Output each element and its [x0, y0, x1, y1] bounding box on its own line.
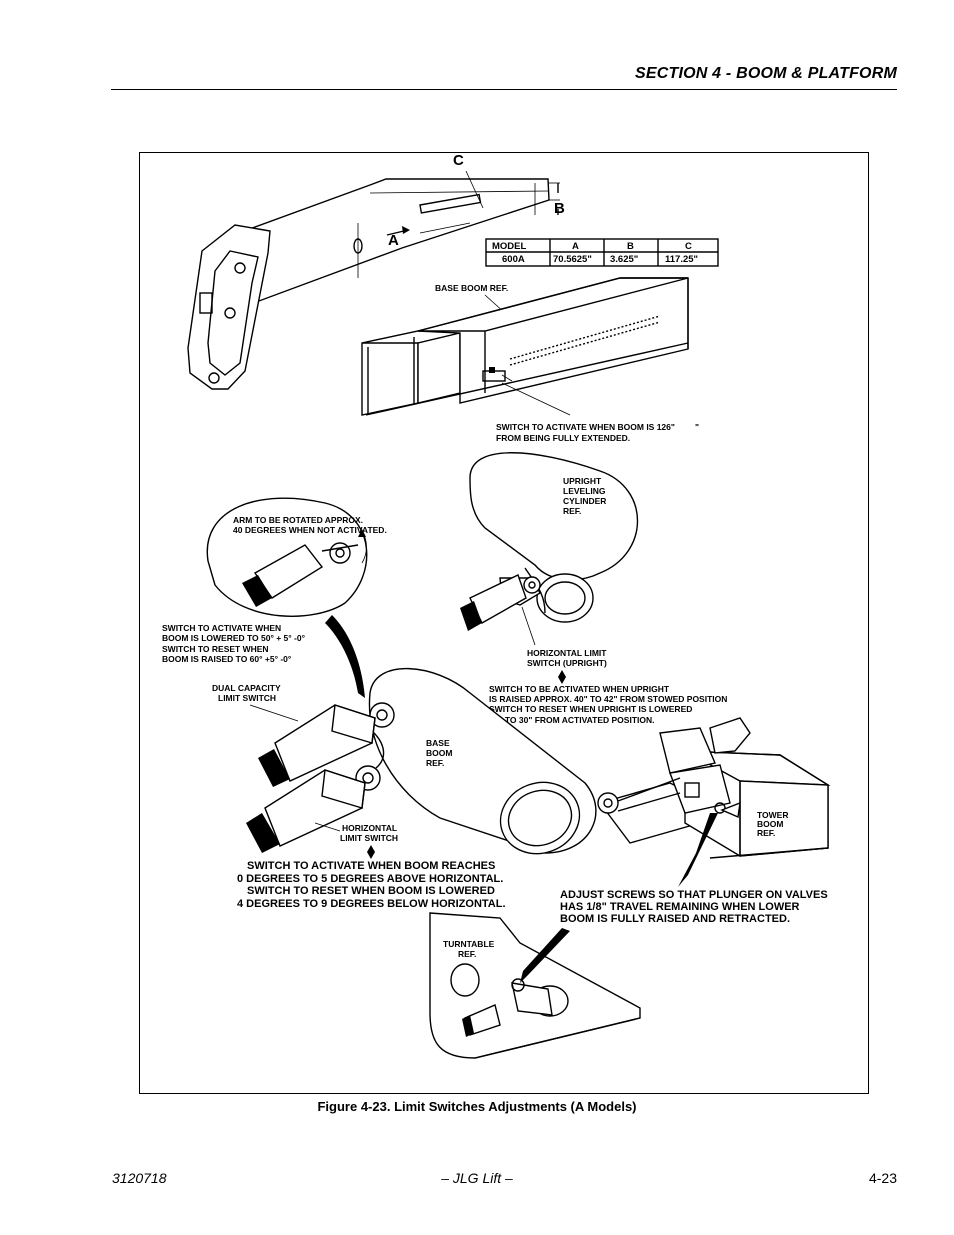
upright-ref-label-3: CYLINDER: [563, 496, 606, 506]
arm-rotation-label-2: 40 DEGREES WHEN NOT ACTIVATED.: [233, 525, 387, 535]
upright-raise-label-3: SWITCH TO RESET WHEN UPRIGHT IS LOWERED: [489, 704, 692, 714]
boom-drawing: [187, 170, 560, 390]
footer-brand: – JLG Lift –: [441, 1170, 513, 1186]
tower-boom-label-3: REF.: [757, 828, 775, 838]
limit-switch-illustration: C B A MODEL A B C 600A 70.5625" 3.625" 1…: [162, 153, 831, 1059]
dimension-c-label: C: [453, 153, 464, 169]
base-boom-label-2: BOOM: [426, 748, 452, 758]
adjust-label-2: HAS 1/8" TRAVEL REMAINING WHEN LOWER: [560, 901, 800, 913]
base-boom-label-1: BASE: [426, 738, 450, 748]
tower-boom-label-1: TOWER: [757, 810, 788, 820]
horiz-upright-label-1: HORIZONTAL LIMIT: [527, 648, 607, 658]
upright-diamond-marker: [558, 670, 566, 684]
boom-horizontal-label-1: SWITCH TO ACTIVATE WHEN BOOM REACHES: [247, 860, 495, 872]
dimension-a-label: A: [388, 232, 399, 249]
dual-activate-label-1: SWITCH TO ACTIVATE WHEN: [162, 623, 281, 633]
switch-extended-label-1: SWITCH TO ACTIVATE WHEN BOOM IS 126": [496, 422, 675, 432]
boom-horizontal-label-2: 0 DEGREES TO 5 DEGREES ABOVE HORIZONTAL.: [237, 873, 503, 885]
horizontal-limit-label-1: HORIZONTAL: [342, 823, 397, 833]
arm-rotation-label-1: ARM TO BE ROTATED APPROX.: [233, 515, 363, 525]
base-boom-cylinder: [246, 667, 597, 855]
upright-raise-label-4: 25" TO 30" FROM ACTIVATED POSITION.: [489, 715, 655, 725]
switch-extended-label-1b: ": [695, 422, 699, 432]
adjust-label-1: ADJUST SCREWS SO THAT PLUNGER ON VALVES: [560, 889, 828, 901]
tower-arrow: [678, 813, 718, 887]
horizontal-limit-leader: [314, 822, 341, 832]
turntable-label-2: REF.: [458, 949, 476, 959]
dimension-table: [485, 238, 719, 267]
table-cell-model: 600A: [502, 254, 525, 265]
base-boom-ref-label: BASE BOOM REF.: [435, 283, 508, 293]
switch-extended-label-2: FROM BEING FULLY EXTENDED.: [496, 433, 630, 443]
turntable-label-1: TURNTABLE: [443, 939, 495, 949]
turntable-drawing: [429, 912, 641, 1059]
boom-horizontal-label-4: 4 DEGREES TO 9 DEGREES BELOW HORIZONTAL.: [237, 898, 506, 910]
table-header-model: MODEL: [492, 241, 527, 252]
tower-boom-assembly: [597, 717, 831, 859]
upright-ref-label-2: LEVELING: [563, 486, 606, 496]
boom-diamond-marker: [367, 845, 375, 859]
dual-capacity-leader: [249, 704, 299, 722]
horizontal-limit-label-2: LIMIT SWITCH: [340, 833, 398, 843]
base-boom-box: [361, 277, 689, 416]
header-rule: [111, 89, 897, 90]
table-cell-b: 3.625": [610, 254, 638, 265]
dual-activate-label-4: BOOM IS RAISED TO 60° +5° -0°: [162, 654, 292, 664]
table-header-a: A: [572, 241, 579, 252]
document-number: 3120718: [112, 1170, 167, 1186]
dimension-b-label: B: [554, 200, 565, 217]
upright-cylinder: [460, 452, 639, 646]
boom-horizontal-label-3: SWITCH TO RESET WHEN BOOM IS LOWERED: [247, 885, 495, 897]
upright-ref-label-4: REF.: [563, 506, 581, 516]
turntable-arrow: [520, 928, 570, 983]
upright-raise-label-2: IS RAISED APPROX. 40" TO 42" FROM STOWED…: [489, 694, 727, 704]
table-header-b: B: [627, 241, 634, 252]
table-cell-a: 70.5625": [553, 254, 592, 265]
dual-activate-label-3: SWITCH TO RESET WHEN: [162, 644, 269, 654]
dual-capacity-label-1: DUAL CAPACITY: [212, 683, 281, 693]
page-number: 4-23: [868, 1170, 897, 1186]
adjust-label-3: BOOM IS FULLY RAISED AND RETRACTED.: [560, 913, 790, 925]
detail-arrow: [325, 615, 365, 698]
horiz-upright-label-2: SWITCH (UPRIGHT): [527, 658, 607, 668]
table-cell-c: 117.25": [665, 254, 698, 265]
base-boom-label-3: REF.: [426, 758, 444, 768]
arm-detail-circle: [206, 497, 368, 617]
table-header-c: C: [685, 241, 692, 252]
dual-capacity-label-2: LIMIT SWITCH: [218, 693, 276, 703]
upright-ref-label-1: UPRIGHT: [563, 476, 602, 486]
section-title: SECTION 4 - BOOM & PLATFORM: [635, 65, 897, 82]
upright-raise-label-1: SWITCH TO BE ACTIVATED WHEN UPRIGHT: [489, 684, 670, 694]
figure-frame: C B A MODEL A B C 600A 70.5625" 3.625" 1…: [139, 152, 869, 1094]
figure-caption: Figure 4-23. Limit Switches Adjustments …: [317, 1099, 637, 1114]
dual-activate-label-2: BOOM IS LOWERED TO 50° + 5° -0°: [162, 633, 306, 643]
tower-boom-label-2: BOOM: [757, 819, 783, 829]
